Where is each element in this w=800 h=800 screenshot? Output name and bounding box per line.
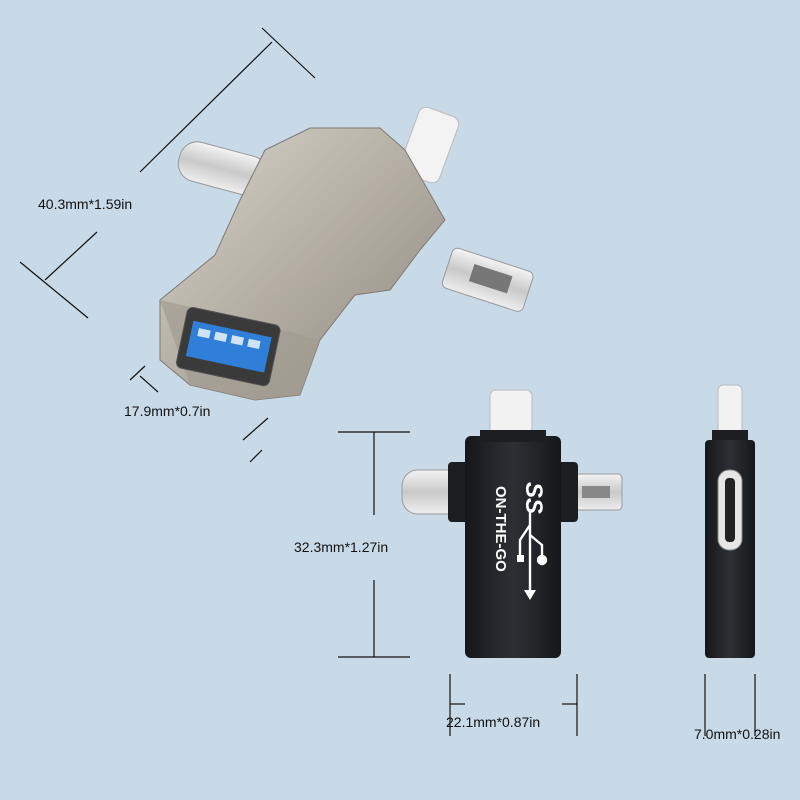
- svg-text:SS: SS: [520, 482, 547, 514]
- ss-otg-logo: SS: [517, 482, 548, 600]
- thickness-dimension-lines: [704, 674, 756, 736]
- thickness-label: 7.0mm*0.28in: [694, 726, 781, 742]
- length-dimension-lines: [19, 27, 316, 319]
- black-adapter-front: SS ON-THE-GO: [401, 389, 623, 658]
- height-label: 32.3mm*1.27in: [294, 539, 389, 555]
- black-adapter-side: [705, 384, 755, 658]
- micro-usb-plug: [441, 247, 534, 312]
- length-label: 40.3mm*1.59in: [38, 196, 133, 212]
- usb-width-label: 17.9mm*0.7in: [124, 403, 211, 419]
- silver-adapter: [159, 106, 534, 401]
- usb-width-dimension-lines: [129, 365, 269, 463]
- width-dimension-lines: [449, 674, 578, 736]
- width-label: 22.1mm*0.87in: [446, 714, 541, 730]
- height-dimension-lines: [338, 431, 410, 658]
- on-the-go-text: ON-THE-GO: [492, 486, 509, 572]
- usb-a-port: [175, 307, 281, 387]
- lightning-plug-side: [717, 384, 743, 436]
